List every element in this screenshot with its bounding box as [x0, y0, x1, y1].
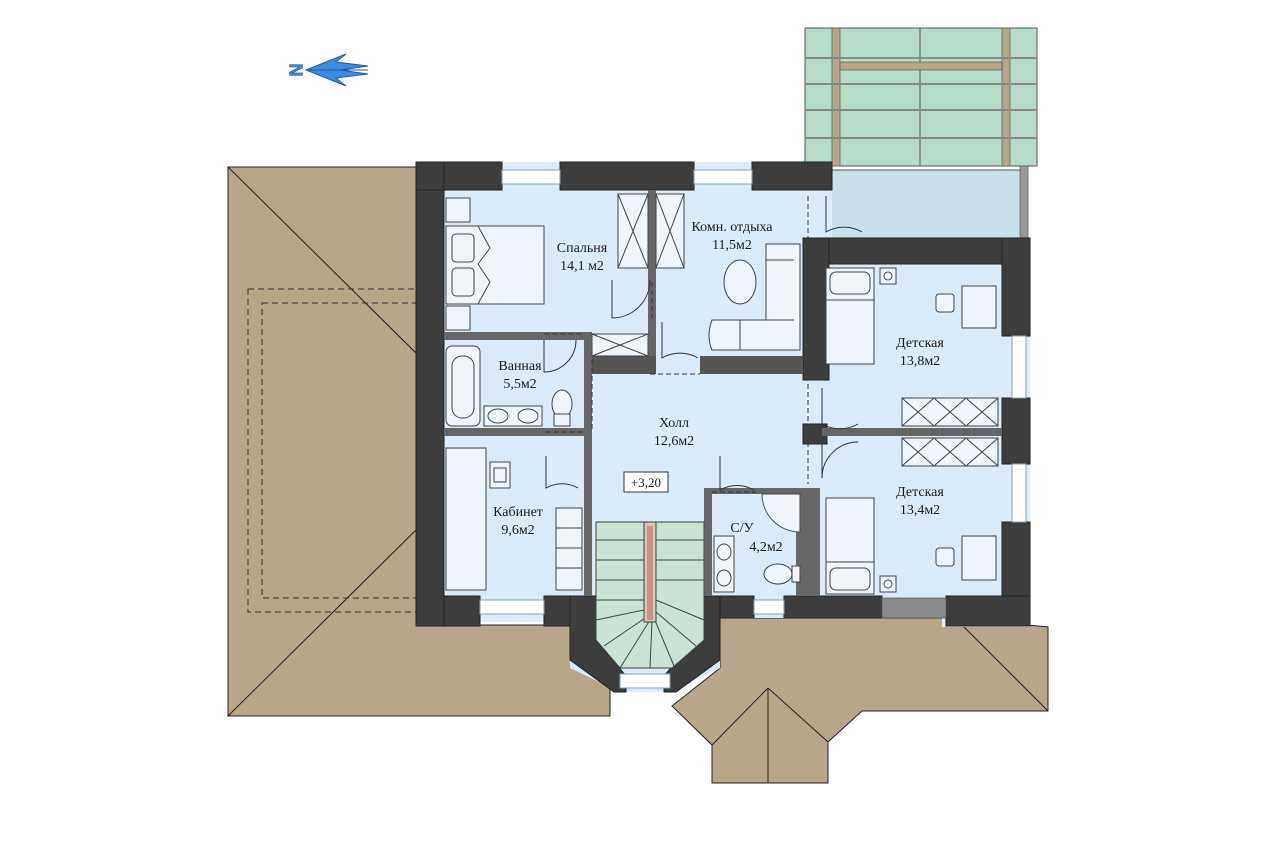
bedroom-furniture: [445, 193, 649, 357]
room-name-study: Кабинет: [493, 505, 543, 520]
doors: [543, 196, 863, 523]
room-area-hall: 12,6м2: [654, 434, 694, 449]
north-arrow-icon: [304, 53, 369, 87]
kids1-furniture: [825, 267, 999, 427]
room-name-bedroom: Спальня: [557, 241, 608, 256]
room-name-hall: Холл: [659, 416, 689, 431]
level-mark: +3,20: [631, 475, 661, 490]
study-furniture: [445, 447, 583, 591]
level-mark-box: [623, 471, 669, 493]
interior-walls: [444, 190, 1002, 596]
lounge-furniture: [655, 193, 801, 351]
room-name-bathroom: Ванная: [498, 359, 542, 374]
kids2-furniture: [825, 437, 999, 595]
room-name-kids2: Детская: [896, 485, 944, 500]
terrace-pergola: [804, 27, 1038, 167]
north-label: N: [285, 64, 305, 77]
room-area-kids2: 13,4м2: [900, 503, 940, 518]
room-name-kids1: Детская: [896, 336, 944, 351]
roof-right: [671, 617, 1049, 784]
room-area-bedroom: 14,1 м2: [560, 259, 604, 274]
room-area-bathroom: 5,5м2: [503, 377, 536, 392]
bathroom-furniture: [445, 345, 573, 427]
exterior-walls: [415, 161, 1031, 693]
staircase: [595, 521, 705, 669]
windows: [479, 169, 1027, 689]
room-area-kids1: 13,8м2: [900, 354, 940, 369]
room-area-lounge: 11,5м2: [712, 238, 752, 253]
wc-furniture: [713, 493, 801, 593]
room-area-wc: 4,2м2: [749, 540, 782, 555]
room-area-study: 9,6м2: [501, 523, 534, 538]
room-name-lounge: Комн. отдыха: [691, 220, 773, 235]
room-name-wc: С/У: [730, 521, 753, 536]
